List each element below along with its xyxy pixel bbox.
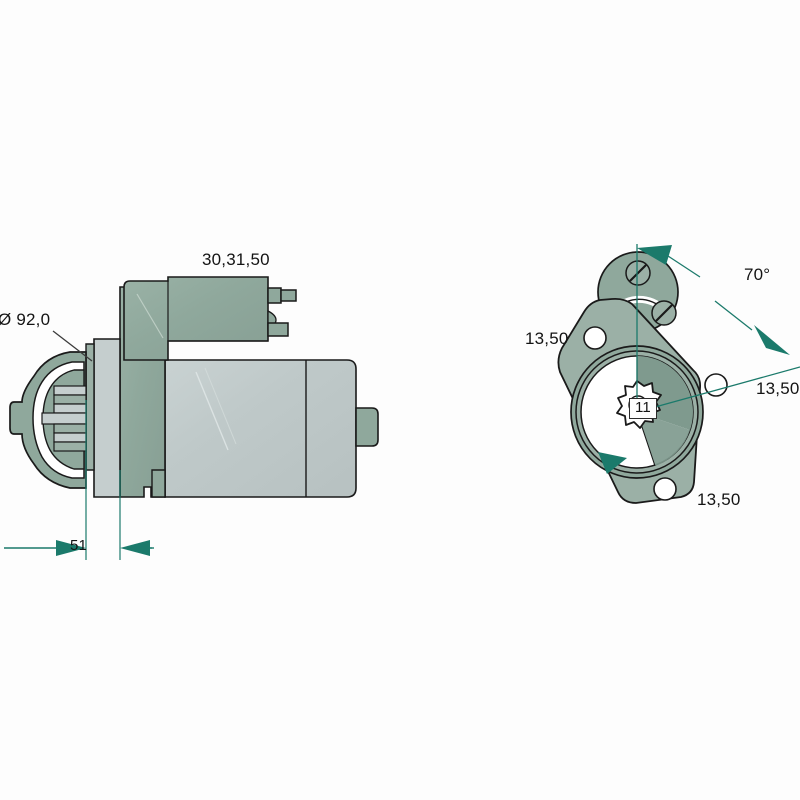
bracket-foot: [151, 469, 166, 498]
pinion-teeth-label: 11: [629, 398, 657, 419]
rear-end-cap-tab: [355, 407, 379, 447]
rotation-direction-arrow: [598, 452, 627, 474]
thickness-dimension-line: [4, 540, 154, 556]
bolt-hole-label-left: 13,50: [525, 329, 569, 348]
mounting-hole-bottom: [653, 477, 677, 501]
bolt-hole-label-right: 13,50: [756, 379, 800, 398]
mounting-hole-upper-left: [583, 326, 607, 350]
bolt-hole-label-bottom: 13,50: [697, 490, 741, 509]
motor-yoke-body: [164, 359, 357, 498]
solenoid-highlight: [136, 293, 164, 339]
flange-plate: [93, 338, 121, 498]
spline-band: [53, 403, 87, 414]
motor-barrel: [164, 359, 357, 498]
collar-screw-top: [625, 260, 651, 286]
angle-leader-lower: [714, 300, 753, 331]
mounting-flange: [85, 338, 121, 498]
dim-arrow-right: [120, 540, 150, 556]
body-highlight: [195, 371, 229, 451]
screw-slot: [629, 264, 647, 282]
spline-band: [53, 432, 87, 443]
terminal-callout-label: 30,31,50: [202, 250, 270, 269]
collar-screw-right: [651, 300, 677, 326]
angle-sector-lower: [637, 412, 690, 466]
spline-band: [53, 385, 87, 396]
angle-arrowhead-upper: [637, 245, 672, 265]
terminal-stud-lower: [267, 322, 289, 337]
solenoid-assembly: [123, 276, 269, 361]
diameter-leader-line: [52, 330, 93, 362]
drive-end-fork-assembly: [9, 351, 87, 489]
spline-band-wide: [41, 412, 87, 425]
screw-slot: [655, 304, 673, 322]
flange-thickness-label: 51: [70, 537, 88, 554]
terminal-stud-upper-tip: [280, 289, 297, 302]
angle-dimension: [637, 245, 790, 355]
mounting-hole-right: [704, 373, 728, 397]
angle-leader-upper: [667, 255, 701, 278]
side-elevation-view: [4, 276, 379, 560]
body-highlight: [204, 367, 237, 445]
terminal-stud-upper-base: [267, 287, 282, 304]
spline-band: [53, 394, 87, 405]
angular-reference-line: [636, 366, 800, 413]
spline-band: [53, 423, 87, 434]
spline-band: [53, 441, 87, 452]
solenoid-terminals: [267, 287, 297, 337]
flange-pilot-boss: [85, 343, 95, 471]
angle-label: 70°: [744, 265, 771, 284]
solenoid-body: [123, 276, 269, 361]
angle-arrowhead-lower: [754, 325, 790, 355]
rotation-arrowhead: [598, 452, 627, 474]
diameter-callout-label: Ø 92,0: [0, 310, 51, 329]
dim-arrow-left: [56, 540, 86, 556]
